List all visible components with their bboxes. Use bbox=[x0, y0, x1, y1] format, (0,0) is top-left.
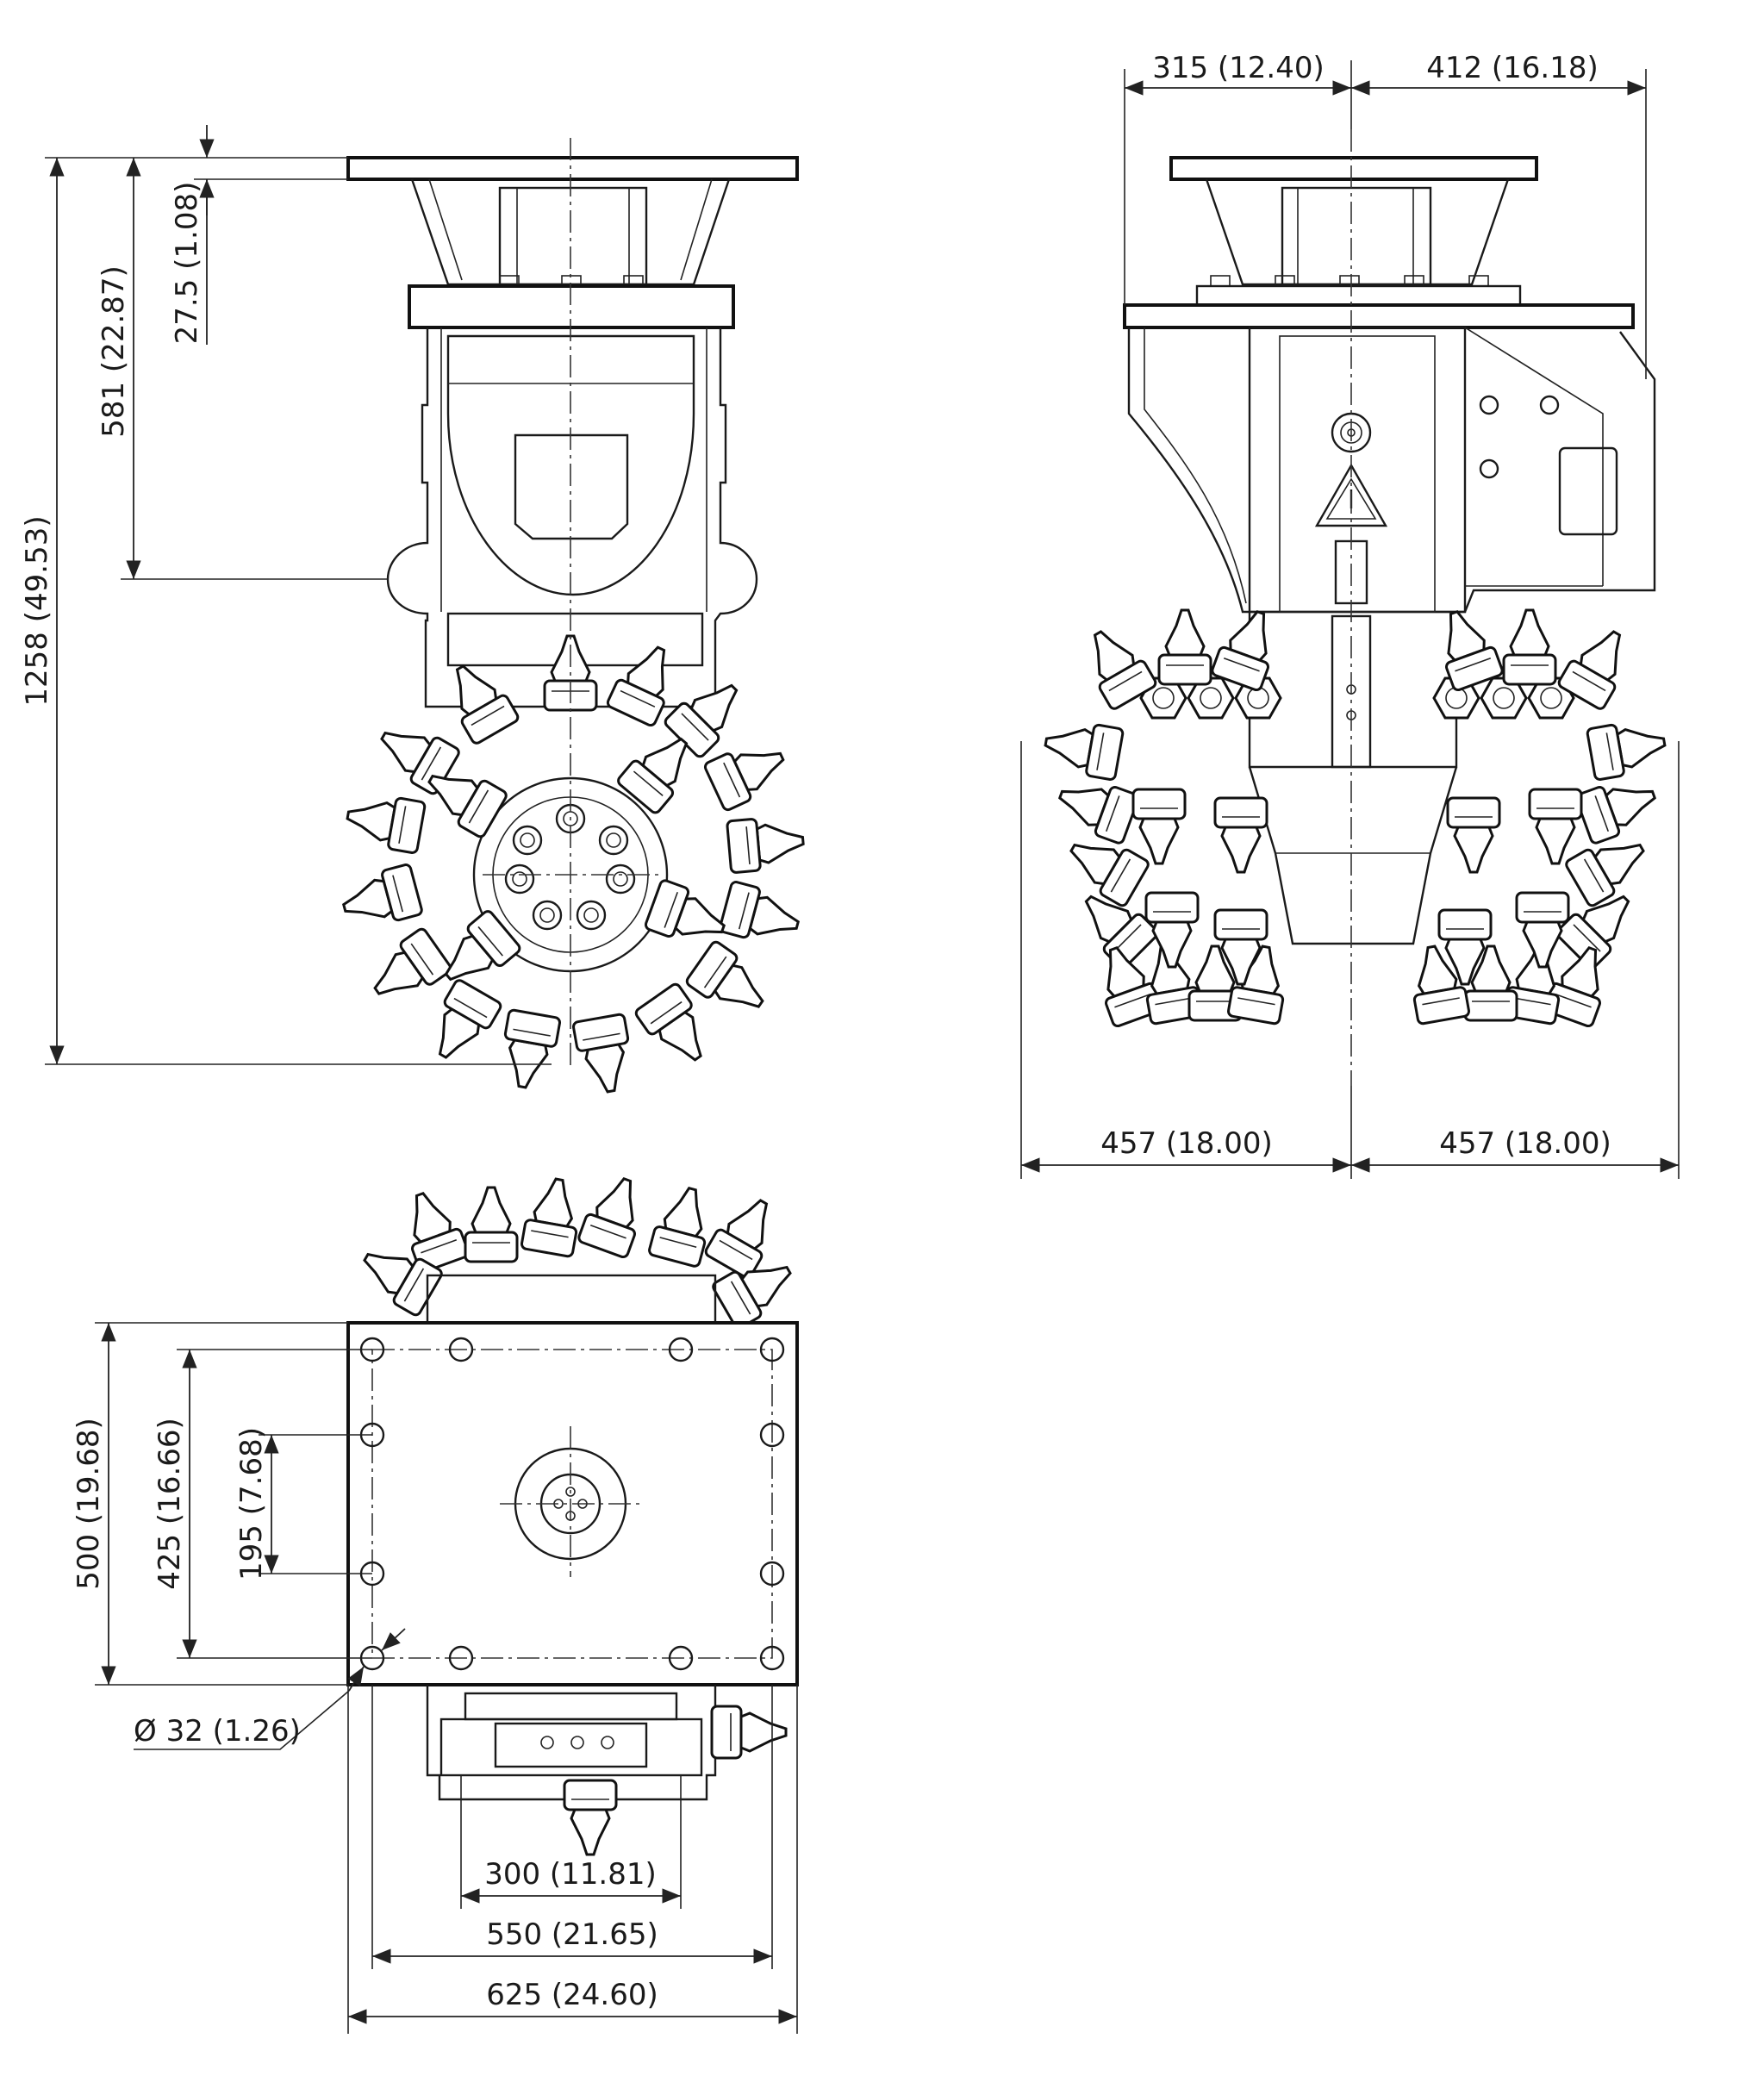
dim-width-left: 457 (18.00) bbox=[1100, 1126, 1273, 1161]
top-view bbox=[346, 1169, 803, 1856]
dim-plate-500: 500 (19.68) bbox=[72, 1418, 106, 1590]
side-view bbox=[336, 138, 807, 1097]
dim-width-550: 550 (21.65) bbox=[486, 1917, 658, 1952]
dim-hole-dia: Ø 32 (1.26) bbox=[134, 1714, 301, 1749]
dim-width-625: 625 (24.60) bbox=[486, 1978, 658, 2012]
dim-top-right: 412 (16.18) bbox=[1426, 51, 1599, 85]
dim-plate-425: 425 (16.66) bbox=[153, 1418, 187, 1590]
dim-top-left: 315 (12.40) bbox=[1152, 51, 1325, 85]
front-view-dimensions: 315 (12.40) 412 (16.18) 457 (18.00) 457 … bbox=[1020, 51, 1680, 1179]
dim-plate-195: 195 (7.68) bbox=[234, 1427, 269, 1580]
dim-height-27: 27.5 (1.08) bbox=[170, 182, 204, 345]
dim-width-300: 300 (11.81) bbox=[484, 1857, 657, 1892]
front-view bbox=[1040, 129, 1670, 1086]
side-view-dimensions: 1258 (49.53) 581 (22.87) 27.5 (1.08) bbox=[20, 125, 552, 1065]
dim-height-total: 1258 (49.53) bbox=[20, 515, 54, 706]
dim-width-right: 457 (18.00) bbox=[1439, 1126, 1611, 1161]
top-view-dimensions: 500 (19.68) 425 (16.66) 195 (7.68) Ø 32 … bbox=[72, 1322, 798, 2034]
dim-height-581: 581 (22.87) bbox=[97, 265, 131, 438]
